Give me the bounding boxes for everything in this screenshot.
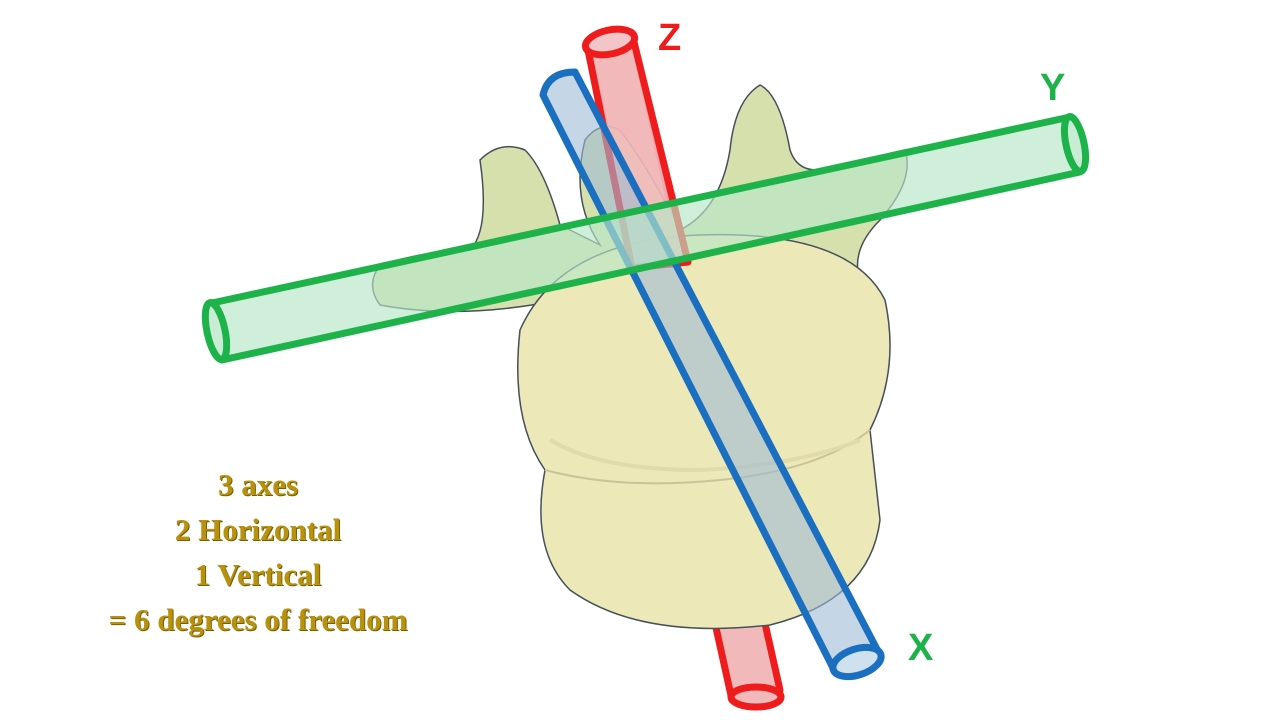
caption-line: 3 axes bbox=[217, 467, 299, 502]
x-axis-label: X bbox=[908, 627, 934, 669]
caption-line: 2 Horizontal bbox=[174, 512, 342, 547]
z-axis-label: Z bbox=[658, 17, 681, 59]
degrees-of-freedom-caption: 3 axes 2 Horizontal 1 Vertical = 6 degre… bbox=[58, 462, 458, 642]
caption-line: = 6 degrees of freedom bbox=[108, 602, 408, 637]
caption-line: 1 Vertical bbox=[194, 557, 322, 592]
y-axis-label: Y bbox=[1040, 67, 1065, 109]
y-axis-cylinder bbox=[201, 113, 1090, 364]
